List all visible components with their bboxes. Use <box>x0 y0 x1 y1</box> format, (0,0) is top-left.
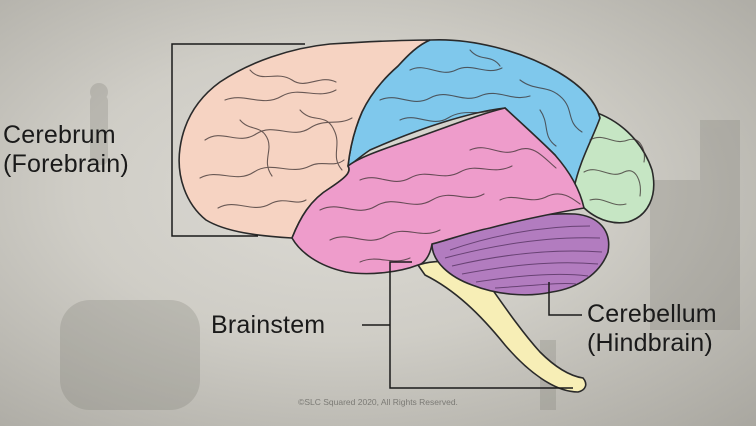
cerebellum-label: Cerebellum (Hindbrain) <box>587 300 717 358</box>
cerebrum-label-line1: Cerebrum <box>3 121 129 150</box>
cerebellum-label-line1: Cerebellum <box>587 300 717 329</box>
cerebrum-label: Cerebrum (Forebrain) <box>3 121 129 179</box>
cerebrum-label-line2: (Forebrain) <box>3 150 129 179</box>
brainstem-label: Brainstem <box>211 311 325 340</box>
brainstem-label-line1: Brainstem <box>211 311 325 340</box>
cerebellum-label-line2: (Hindbrain) <box>587 329 717 358</box>
copyright-notice: ©SLC Squared 2020, All Rights Reserved. <box>0 397 756 407</box>
